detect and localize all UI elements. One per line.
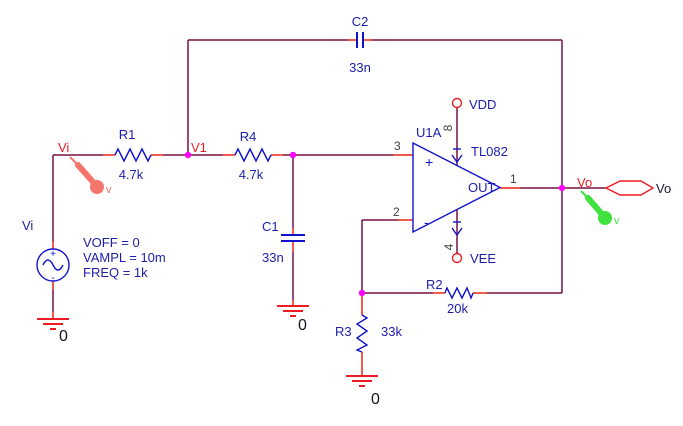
offpage-label[interactable]: Vo xyxy=(656,181,671,196)
ground-source[interactable]: 0 xyxy=(37,318,69,345)
ground-zero-label[interactable]: 0 xyxy=(371,391,380,408)
opamp-pin4-number: 4 xyxy=(442,243,456,250)
source-circle xyxy=(36,248,70,282)
offpage-shape xyxy=(604,180,655,196)
r3-ref-label[interactable]: R3 xyxy=(335,324,352,339)
wires xyxy=(52,39,606,312)
ground-zero-label[interactable]: 0 xyxy=(59,328,68,345)
resistor-r4[interactable]: R4 4.7k xyxy=(223,129,283,182)
source-voff-label[interactable]: VOFF = 0 xyxy=(83,235,140,250)
opamp-part-label[interactable]: TL082 xyxy=(471,144,508,159)
r4-zigzag xyxy=(234,147,272,163)
source-minus-sign: - xyxy=(51,273,54,284)
opamp-pin2-number: 2 xyxy=(393,205,400,219)
vdd-label[interactable]: VDD xyxy=(469,97,496,112)
junction-dot xyxy=(358,289,366,297)
c1-ref-label[interactable]: C1 xyxy=(262,219,279,234)
opamp-plus-sign: + xyxy=(425,154,433,170)
voltage-probe-input[interactable]: v xyxy=(69,156,112,196)
opamp-minus-sign: - xyxy=(424,214,429,230)
sine-wave xyxy=(42,259,64,271)
capacitor-c2[interactable]: C2 33n xyxy=(348,14,372,75)
net-label-vi[interactable]: Vi xyxy=(58,140,69,155)
ground-c1[interactable]: 0 xyxy=(277,300,309,334)
opamp-pin1-number: 1 xyxy=(510,172,517,186)
opamp-out-label: OUT xyxy=(468,180,496,195)
c2-value-label[interactable]: 33n xyxy=(349,60,371,75)
vee-pin-arrow xyxy=(451,227,463,237)
r1-value-label[interactable]: 4.7k xyxy=(119,167,144,182)
c2-ref-label[interactable]: C2 xyxy=(352,14,369,29)
vdd-pin-arrow xyxy=(451,154,463,164)
voltage-source-vi[interactable]: + - Vi VOFF = 0 VAMPL = 10m FREQ = 1k xyxy=(22,218,166,319)
opamp-ref-label[interactable]: U1A xyxy=(416,125,442,140)
vee-label[interactable]: VEE xyxy=(470,251,496,266)
source-ref-label[interactable]: Vi xyxy=(22,218,33,233)
c1-value-label[interactable]: 33n xyxy=(262,250,284,265)
net-label-v1[interactable]: V1 xyxy=(191,140,207,155)
r2-value-label[interactable]: 20k xyxy=(447,301,468,316)
voltage-probe-output[interactable]: v xyxy=(580,190,620,227)
opamp-u1a[interactable]: + - U1A TL082 OUT 3 2 1 8 4 xyxy=(393,124,520,250)
resistor-r1[interactable]: R1 4.7k xyxy=(103,127,163,182)
r4-value-label[interactable]: 4.7k xyxy=(239,167,264,182)
vdd-pin-circle xyxy=(451,97,463,109)
vee-pin-circle xyxy=(451,252,463,264)
source-freq-label[interactable]: FREQ = 1k xyxy=(83,265,148,280)
r2-ref-label[interactable]: R2 xyxy=(426,277,443,292)
resistor-r2[interactable]: R2 20k xyxy=(426,277,487,316)
probe-tip xyxy=(598,211,612,225)
r4-ref-label[interactable]: R4 xyxy=(240,129,257,144)
opamp-pin8-number: 8 xyxy=(441,124,455,131)
probe-marker-label: v xyxy=(106,184,112,196)
junction-dot xyxy=(184,151,192,159)
ground-zero-label[interactable]: 0 xyxy=(298,317,307,334)
source-vampl-label[interactable]: VAMPL = 10m xyxy=(83,250,166,265)
probe-tip xyxy=(90,180,104,194)
r2-zigzag xyxy=(444,286,474,300)
probe-marker-label: v xyxy=(614,215,620,227)
r1-ref-label[interactable]: R1 xyxy=(119,127,136,142)
resistor-r3[interactable]: R3 33k xyxy=(335,293,402,376)
offpage-connector-vo[interactable]: Vo xyxy=(604,180,671,196)
opamp-triangle xyxy=(412,141,502,234)
junction-dot xyxy=(558,184,566,192)
capacitor-c1[interactable]: C1 33n xyxy=(262,219,305,265)
r3-zigzag xyxy=(355,314,369,353)
source-plus-sign: + xyxy=(50,249,56,260)
power-vee[interactable]: VEE xyxy=(451,251,497,266)
probe-body xyxy=(585,195,604,216)
opamp-pin3-number: 3 xyxy=(394,139,401,153)
power-vdd[interactable]: VDD xyxy=(451,97,497,112)
ground-r3[interactable]: 0 xyxy=(346,375,380,408)
r1-zigzag xyxy=(114,147,152,163)
r3-value-label[interactable]: 33k xyxy=(381,324,402,339)
junction-dot xyxy=(289,151,297,159)
probe-body xyxy=(75,162,96,185)
net-label-vo[interactable]: Vo xyxy=(577,175,592,190)
